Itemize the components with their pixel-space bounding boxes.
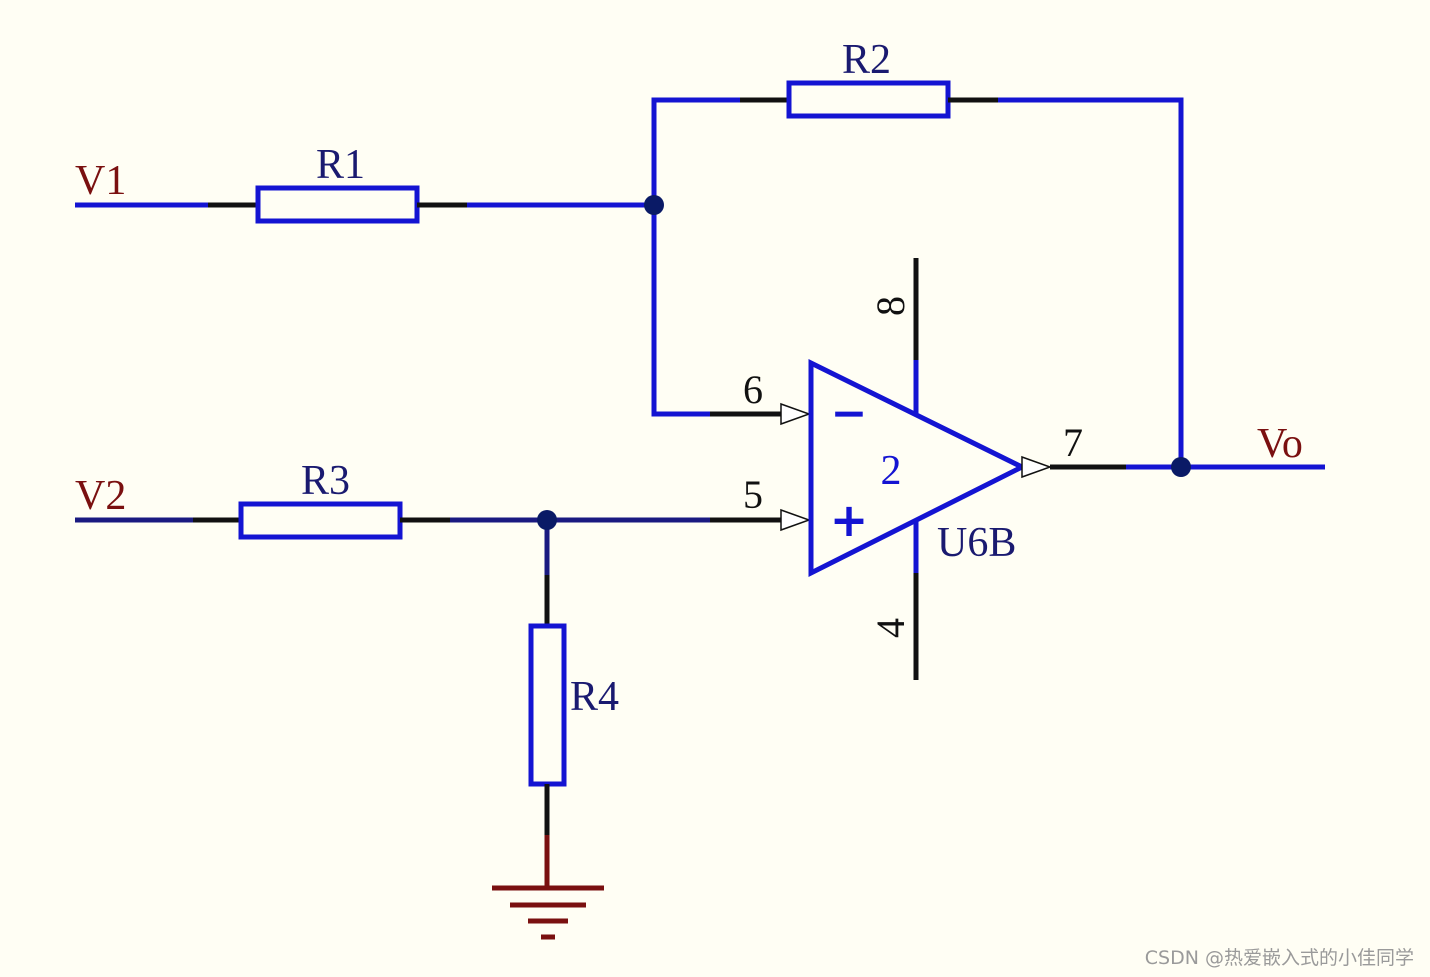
- pin-number-6: 6: [743, 367, 763, 412]
- net-inverting: [651, 205, 812, 426]
- junction-dot-noninverting: [537, 510, 557, 530]
- port-label-vo: Vo: [1257, 421, 1303, 467]
- net-r4-ground: [492, 520, 604, 940]
- net-v2: [75, 501, 812, 540]
- noninverting-sign: +: [830, 493, 869, 547]
- opamp-designator: U6B: [937, 520, 1016, 566]
- junction-dot-output: [1171, 457, 1191, 477]
- pin-number-8: 8: [868, 296, 913, 316]
- r3-resistor[interactable]: [238, 501, 403, 540]
- pin-number-7: 7: [1063, 420, 1083, 465]
- opamp-u6b[interactable]: − + 2: [808, 258, 1126, 680]
- feedback-wire-right: [998, 97, 1184, 467]
- watermark: CSDN @热爱嵌入式的小佳同学: [1145, 947, 1414, 969]
- junction-dot-inverting: [644, 195, 664, 215]
- resistor-label-r4: R4: [570, 674, 619, 720]
- pin-number-5: 5: [743, 472, 763, 517]
- pin6-arrow: [780, 402, 812, 426]
- r4-resistor[interactable]: [528, 623, 567, 787]
- resistor-label-r3: R3: [301, 458, 350, 504]
- net-v1: [75, 185, 654, 224]
- inverting-sign: −: [831, 388, 868, 439]
- opamp-triangle: [808, 358, 1028, 578]
- r2-resistor[interactable]: [786, 80, 951, 119]
- port-label-v1: V1: [75, 158, 126, 204]
- r1-resistor[interactable]: [255, 185, 420, 224]
- resistor-label-r1: R1: [316, 142, 365, 188]
- pin-number-4: 4: [868, 618, 913, 638]
- net-feedback: [651, 80, 1184, 467]
- opamp-part-number: 2: [881, 448, 902, 494]
- port-label-v2: V2: [75, 473, 126, 519]
- resistor-label-r2: R2: [842, 37, 891, 83]
- feedback-wire-left: [651, 97, 740, 205]
- inverting-wire: [651, 205, 710, 417]
- pin5-arrow: [780, 508, 812, 532]
- pin7-arrow: [1021, 455, 1053, 479]
- ground-icon: [492, 835, 604, 940]
